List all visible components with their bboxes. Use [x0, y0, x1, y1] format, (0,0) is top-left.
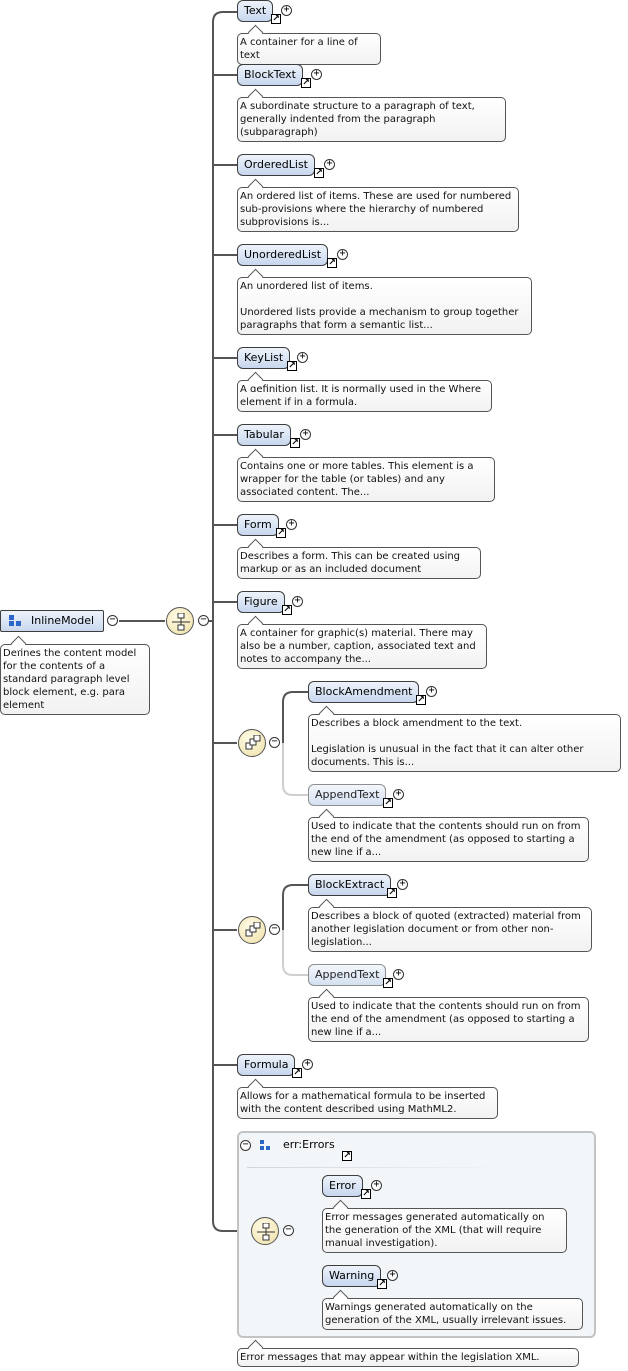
element-appendtext-optional[interactable]: AppendText: [308, 964, 387, 986]
link-arrow-icon: ↗: [387, 888, 397, 898]
element-orderedlist[interactable]: OrderedList: [237, 154, 315, 176]
sequence-compositor-icon: [238, 916, 266, 944]
link-arrow-icon: ↗: [383, 978, 393, 988]
element-description: Describes a form. This can be created us…: [237, 547, 481, 579]
element-description: Allows for a mathematical formula to be …: [237, 1087, 498, 1119]
root-element-inlinemodel[interactable]: InlineModel: [0, 610, 104, 632]
link-arrow-icon: ↗: [342, 1151, 352, 1161]
link-arrow-icon: ↗: [416, 695, 426, 705]
element-description: A subordinate structure to a paragraph o…: [237, 97, 506, 142]
errors-group-label: err:Errors: [283, 1138, 335, 1151]
expand-tabular-button[interactable]: +: [300, 429, 311, 440]
collapse-sequence-button[interactable]: −: [269, 737, 280, 748]
element-description: Describes a block of quoted (extracted) …: [308, 907, 592, 952]
expand-blockextract-button[interactable]: +: [397, 879, 408, 890]
link-arrow-icon: ↗: [301, 78, 311, 88]
expand-blocktext-button[interactable]: +: [311, 69, 322, 80]
link-arrow-icon: ↗: [282, 605, 292, 615]
link-arrow-icon: ↗: [271, 14, 281, 24]
element-formula[interactable]: Formula: [237, 1054, 296, 1076]
root-element-description: Defines the content model for the conten…: [0, 644, 150, 715]
element-appendtext-optional[interactable]: AppendText: [308, 784, 387, 806]
model-group-icon: [9, 615, 21, 626]
link-arrow-icon: ↗: [276, 528, 286, 538]
element-description: Error messages generated automatically o…: [322, 1208, 567, 1253]
element-keylist[interactable]: KeyList: [237, 347, 291, 369]
collapse-choice-button[interactable]: −: [283, 1225, 294, 1236]
expand-figure-button[interactable]: +: [292, 596, 303, 607]
group-icon: [260, 1140, 270, 1150]
element-warning[interactable]: Warning: [322, 1265, 382, 1287]
choice-compositor-icon: [166, 607, 194, 635]
expand-orderedlist-button[interactable]: +: [324, 159, 335, 170]
element-description: Contains one or more tables. This elemen…: [237, 457, 495, 502]
element-description: A definition list. It is normally used i…: [237, 380, 492, 412]
element-description: Used to indicate that the contents shoul…: [308, 817, 589, 862]
element-tabular[interactable]: Tabular: [237, 424, 291, 446]
element-error[interactable]: Error: [322, 1175, 363, 1197]
element-description: A container for graphic(s) material. The…: [237, 624, 487, 669]
group-header-divider: [247, 1167, 514, 1168]
element-text[interactable]: Text: [237, 0, 274, 22]
collapse-choice-button[interactable]: −: [198, 615, 209, 626]
element-description: An ordered list of items. These are used…: [237, 187, 519, 232]
collapse-sequence-button[interactable]: −: [269, 924, 280, 935]
element-description: Used to indicate that the contents shoul…: [308, 997, 589, 1042]
element-description: A container for a line of text: [237, 33, 381, 65]
collapse-errors-group-button[interactable]: −: [240, 1140, 251, 1151]
element-description: Describes a block amendment to the text.…: [308, 714, 621, 772]
link-arrow-icon: ↗: [383, 798, 393, 808]
expand-unorderedlist-button[interactable]: +: [337, 249, 348, 260]
link-arrow-icon: ↗: [287, 361, 297, 371]
expand-blockamendment-button[interactable]: +: [426, 686, 437, 697]
link-arrow-icon: ↗: [377, 1279, 387, 1289]
link-arrow-icon: ↗: [327, 258, 337, 268]
root-element-label: InlineModel: [31, 614, 95, 627]
element-unorderedlist[interactable]: UnorderedList: [237, 244, 329, 266]
expand-error-button[interactable]: +: [371, 1180, 382, 1191]
expand-keylist-button[interactable]: +: [297, 352, 308, 363]
element-blockextract[interactable]: BlockExtract: [308, 874, 392, 896]
element-form[interactable]: Form: [237, 514, 279, 536]
errors-group-description: Error messages that may appear within th…: [237, 1348, 579, 1367]
element-description: Warnings generated automatically on the …: [322, 1298, 583, 1330]
element-figure[interactable]: Figure: [237, 591, 285, 613]
element-description: An unordered list of items. Unordered li…: [237, 277, 532, 335]
expand-warning-button[interactable]: +: [387, 1270, 398, 1281]
link-arrow-icon: ↗: [361, 1189, 371, 1199]
link-arrow-icon: ↗: [292, 1068, 302, 1078]
choice-compositor-icon: [251, 1217, 279, 1245]
element-blockamendment[interactable]: BlockAmendment: [308, 681, 420, 703]
element-blocktext[interactable]: BlockText: [237, 64, 303, 86]
expand-form-button[interactable]: +: [286, 519, 297, 530]
link-arrow-icon: ↗: [290, 438, 300, 448]
expand-appendtext-button[interactable]: +: [393, 789, 404, 800]
sequence-compositor-icon: [238, 729, 266, 757]
link-arrow-icon: ↗: [314, 168, 324, 178]
collapse-root-button[interactable]: −: [107, 615, 118, 626]
expand-appendtext-button[interactable]: +: [393, 969, 404, 980]
expand-text-button[interactable]: +: [281, 5, 292, 16]
expand-formula-button[interactable]: +: [302, 1059, 313, 1070]
